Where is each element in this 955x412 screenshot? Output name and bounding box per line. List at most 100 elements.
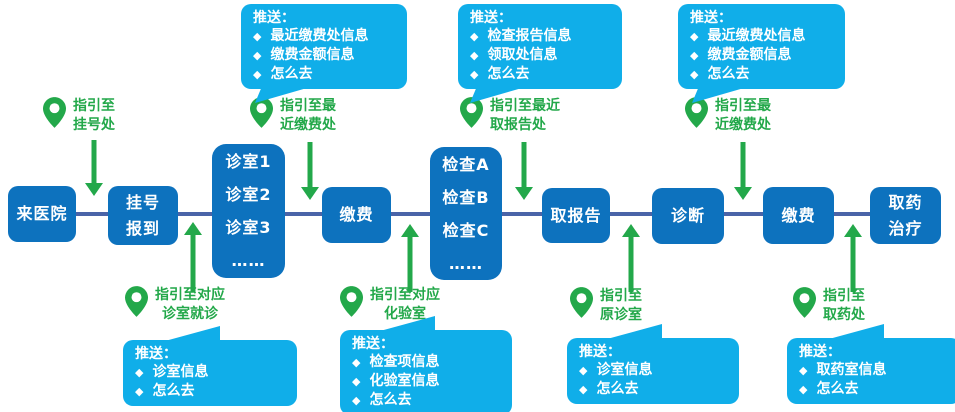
callout-item-text: 诊室信息 [152,364,209,380]
callout-title: 推送： [579,344,621,360]
callout-item-text: 怎么去 [816,381,859,397]
callout-item: ◆缴费金额信息 [253,46,395,65]
callout-item-text: 领取处信息 [487,47,558,63]
location-pin-icon [685,97,708,128]
diamond-bullet-icon: ◆ [690,68,699,81]
pin-label-line: 近缴费处 [715,117,771,133]
flow-node-get-report: 取报告 [542,188,610,243]
pin-label-line: 指引至 [73,98,115,114]
callout-item: ◆最近缴费处信息 [253,27,395,46]
node-label: 取药 [888,192,923,212]
callout-item-text: 最近缴费处信息 [707,28,806,44]
diamond-bullet-icon: ◆ [690,30,699,43]
diamond-bullet-icon: ◆ [470,30,479,43]
diamond-bullet-icon: ◆ [253,68,262,81]
callout-item-text: 怎么去 [596,381,639,397]
push-callout-pharmacy-info: 推送： ◆取药室信息 ◆怎么去 [787,324,955,404]
push-callout-original-room-info: 推送： ◆诊室信息 ◆ 怎么去 [567,324,739,404]
arrow-up-icon [184,222,202,292]
flow-node-consult-rooms: 诊室1 诊室2 诊室3 …… [212,144,285,278]
pin-label-line: 指引至对应 [155,287,225,303]
callout-item: ◆怎么去 [253,65,395,84]
callout-item-text: 怎么去 [487,66,530,82]
node-label: 取报告 [550,205,602,225]
node-label: 诊室2 [225,185,272,204]
callout-item-text: 取药室信息 [816,362,887,378]
flow-node-exams: 检查A 检查B 检查C …… [430,147,502,280]
pin-label-line: 取报告处 [490,117,546,133]
guide-pin-label: 指引至 取药处 [823,287,865,325]
node-label: 治疗 [888,218,923,238]
node-label: …… [231,251,266,270]
guide-pin-original-room: 指引至 原诊室 [570,287,642,325]
diamond-bullet-icon: ◆ [352,356,361,369]
diamond-bullet-icon: ◆ [352,375,361,388]
pin-label-line: 指引至最 [715,98,771,114]
callout-item: ◆ 怎么去 [579,380,727,399]
push-callout-nearest-payment-1: 推送： ◆最近缴费处信息 ◆缴费金额信息 ◆怎么去 [241,4,407,103]
callout-item: ◆检查报告信息 [470,27,610,46]
diamond-bullet-icon: ◆ [253,30,262,43]
pin-label-line: 近缴费处 [280,117,336,133]
callout-title: 推送： [253,10,295,26]
callout-item-text: 怎么去 [707,66,750,82]
guide-pin-lab-room: 指引至对应 化验室 [340,286,440,324]
guide-pin-label: 指引至 挂号处 [73,97,115,135]
diamond-bullet-icon: ◆ [579,383,588,396]
callout-item: ◆怎么去 [352,391,500,410]
flow-node-get-medicine: 取药 治疗 [870,187,941,244]
node-label: 挂号 [125,192,160,212]
callout-item-text: 检查项信息 [369,354,440,370]
push-callout-consult-room-info: 推送： ◆诊室信息 ◆怎么去 [123,326,297,406]
location-pin-icon [125,286,148,317]
guide-pin-nearest-payment-1: 指引至最 近缴费处 [250,97,336,135]
callout-tail [607,324,662,339]
diamond-bullet-icon: ◆ [579,364,588,377]
location-pin-icon [460,97,483,128]
callout-item-text: 缴费金额信息 [270,47,355,63]
arrow-up-icon [844,224,862,292]
pin-label-line: 取药处 [823,307,865,323]
callout-item-text: 缴费金额信息 [707,47,792,63]
node-label: …… [449,253,483,273]
arrow-down-icon [85,140,103,196]
pin-label-line: 指引至最 [280,98,336,114]
location-pin-icon [570,287,593,318]
flow-node-arrive-hospital: 来医院 [8,186,76,242]
pin-label-line: 指引至最近 [490,98,560,114]
guide-pin-label: 指引至 原诊室 [600,287,642,325]
pin-label-line: 指引至 [823,288,865,304]
callout-title: 推送： [470,10,512,26]
callout-item: ◆ 检查项信息 [352,353,500,372]
guide-pin-label: 指引至最 近缴费处 [280,97,336,135]
flow-node-pay-fee-1: 缴费 [322,187,391,243]
flow-node-pay-fee-2: 缴费 [763,187,834,244]
node-label: 缴费 [339,205,374,224]
callout-item: ◆诊室信息 [579,361,727,380]
callout-item: ◆怎么去 [470,65,610,84]
node-label: 缴费 [781,205,816,225]
location-pin-icon [250,97,273,128]
pin-label-line: 诊室就诊 [162,306,218,322]
guide-pin-label: 指引至对应 化验室 [370,286,440,324]
node-label: 诊室1 [225,152,272,171]
pin-label-line: 指引至 [600,288,642,304]
node-label: 诊断 [670,206,705,225]
node-label: 检查C [442,220,490,240]
flow-node-diagnosis: 诊断 [652,188,724,244]
callout-item: ◆怎么去 [799,380,949,399]
callout-tail [829,324,884,339]
pin-label-line: 挂号处 [73,117,115,133]
guide-pin-consult-room: 指引至对应 诊室就诊 [125,286,225,324]
arrow-down-icon [301,142,319,200]
push-callout-exam-lab-info: 推送： ◆检查项信息 ◆化验室信息 ◆怎么去 [340,316,512,412]
location-pin-icon [793,287,816,318]
callout-title: 推送： [799,344,841,360]
arrow-up-icon [401,224,419,292]
pin-label-line: 指引至对应 [370,287,440,303]
callout-item-text: 怎么去 [152,383,195,399]
arrow-down-icon [734,142,752,200]
callout-item-text: 化验室信息 [369,373,440,389]
pin-label-line: 原诊室 [600,307,642,323]
